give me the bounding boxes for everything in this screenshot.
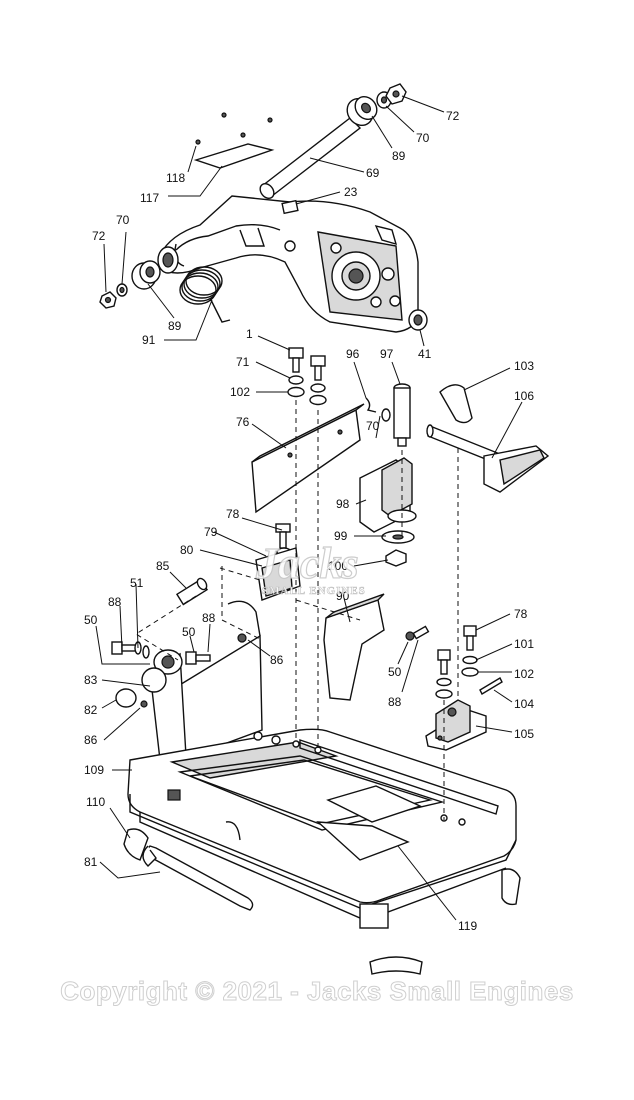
label-101: 101 [514, 637, 534, 651]
label-100: 100 [328, 559, 348, 573]
vise-shaft [381, 383, 411, 447]
vise-lead-screw [426, 424, 550, 493]
label-88: 88 [388, 695, 402, 709]
label-82: 82 [84, 703, 98, 717]
label-72: 72 [446, 109, 460, 123]
screw-group [195, 112, 273, 145]
label-plate [193, 143, 275, 169]
label-86: 86 [84, 733, 98, 747]
label-76: 76 [236, 415, 250, 429]
label-99: 99 [334, 529, 348, 543]
flange-nut [385, 549, 407, 567]
label-102: 102 [230, 385, 250, 399]
pivot-bracket [141, 600, 263, 761]
cap [115, 688, 137, 708]
label-96: 96 [346, 347, 360, 361]
label-109: 109 [84, 763, 104, 777]
label-81: 81 [84, 855, 98, 869]
label-50: 50 [84, 613, 98, 627]
vise-bracket [359, 457, 417, 533]
label-91: 91 [142, 333, 156, 347]
vise-base-bracket [425, 699, 487, 751]
bolt [275, 523, 291, 533]
label-83: 83 [84, 673, 98, 687]
label-70: 70 [416, 131, 430, 145]
leader-lines [95, 95, 523, 921]
label-1: 1 [246, 327, 253, 341]
label-41: 41 [418, 347, 432, 361]
label-71: 71 [236, 355, 250, 369]
label-98: 98 [336, 497, 350, 511]
wrench [142, 845, 254, 911]
label-85: 85 [156, 559, 170, 573]
label-78: 78 [514, 607, 528, 621]
label-51: 51 [130, 576, 144, 590]
rubber-foot-right [501, 868, 521, 906]
spark-guard [323, 593, 385, 701]
label-106: 106 [514, 389, 534, 403]
label-105: 105 [514, 727, 534, 741]
label-117: 117 [140, 191, 159, 205]
part-labels: 72 70 89 69 23 118 117 70 72 89 91 41 1 … [84, 109, 534, 933]
label-110: 110 [86, 795, 105, 809]
saw-base [127, 728, 517, 929]
logo-tagline: SMALL ENGINES [262, 585, 366, 597]
rubber-foot [123, 828, 149, 861]
label-70: 70 [116, 213, 130, 227]
label-79: 79 [204, 525, 218, 539]
label-88: 88 [108, 595, 122, 609]
bolt-pair [287, 347, 327, 406]
logo-name: Jacks [255, 539, 359, 588]
label-86: 86 [270, 653, 284, 667]
jacks-logo-watermark: Jacks SMALL ENGINES [254, 538, 366, 597]
label-89: 89 [168, 319, 182, 333]
label-50: 50 [388, 665, 402, 679]
label-72: 72 [92, 229, 106, 243]
label-104: 104 [514, 697, 534, 711]
lock-pin [365, 397, 377, 413]
label-119: 119 [458, 919, 477, 933]
pivot-pin [175, 577, 209, 606]
right-bolt-stack [435, 625, 503, 699]
label-69: 69 [366, 166, 380, 180]
left-bearing-group [99, 260, 161, 309]
label-90: 90 [336, 589, 350, 603]
label-50: 50 [182, 625, 196, 639]
torsion-spring [179, 266, 231, 323]
label-23: 23 [344, 185, 358, 199]
label-103: 103 [514, 359, 534, 373]
label-88: 88 [202, 611, 216, 625]
label-97: 97 [380, 347, 394, 361]
arm-shaft [259, 96, 378, 200]
label-102: 102 [514, 667, 534, 681]
copyright-watermark: Copyright © 2021 - Jacks Small Engines [60, 976, 574, 1006]
alignment-lines [135, 400, 459, 820]
label-80: 80 [180, 543, 194, 557]
label-118: 118 [166, 171, 185, 185]
vise-handle-knob [439, 384, 473, 424]
motor-arm-housing [157, 195, 419, 333]
label-89: 89 [392, 149, 406, 163]
label-78: 78 [226, 507, 240, 521]
label-70: 70 [366, 419, 380, 433]
rubber-foot-bottom [369, 956, 423, 975]
